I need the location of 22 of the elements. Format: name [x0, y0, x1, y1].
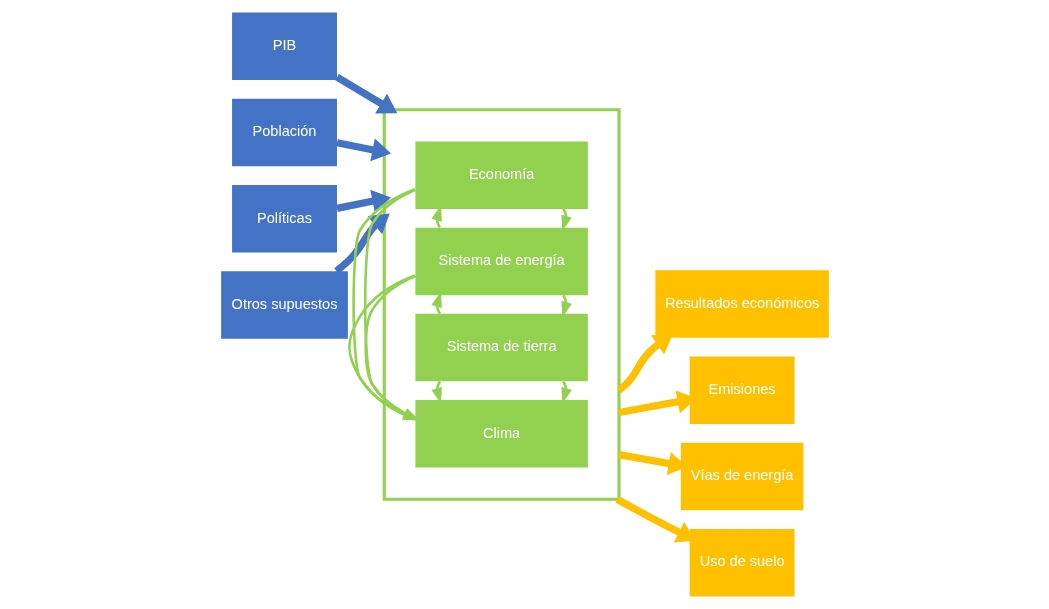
node-box: Uso de suelo: [689, 528, 795, 597]
node-box: PIB: [231, 12, 337, 81]
arrow: [363, 188, 419, 421]
node-box: Emisiones: [689, 356, 795, 424]
node-box: Clima: [414, 400, 588, 468]
node-box: Otros supuestos: [220, 271, 348, 339]
arrow: [334, 74, 397, 114]
arrow: [335, 189, 391, 213]
node-box: Políticas: [231, 185, 337, 253]
node-box: Sistema de tierra: [414, 313, 588, 382]
cluster: [382, 108, 621, 501]
arrow: [351, 188, 419, 421]
node-box: Resultados económicos: [654, 270, 829, 338]
node-box: Población: [231, 98, 337, 167]
arrow: [333, 213, 390, 274]
node-box: Economía: [414, 141, 588, 209]
arrow: [335, 138, 391, 162]
node-box: Sistema de energía: [414, 227, 588, 296]
arrow: [616, 334, 673, 394]
arrow: [347, 274, 419, 421]
arrow: [363, 274, 419, 421]
node-box: Vías de energía: [680, 442, 803, 511]
